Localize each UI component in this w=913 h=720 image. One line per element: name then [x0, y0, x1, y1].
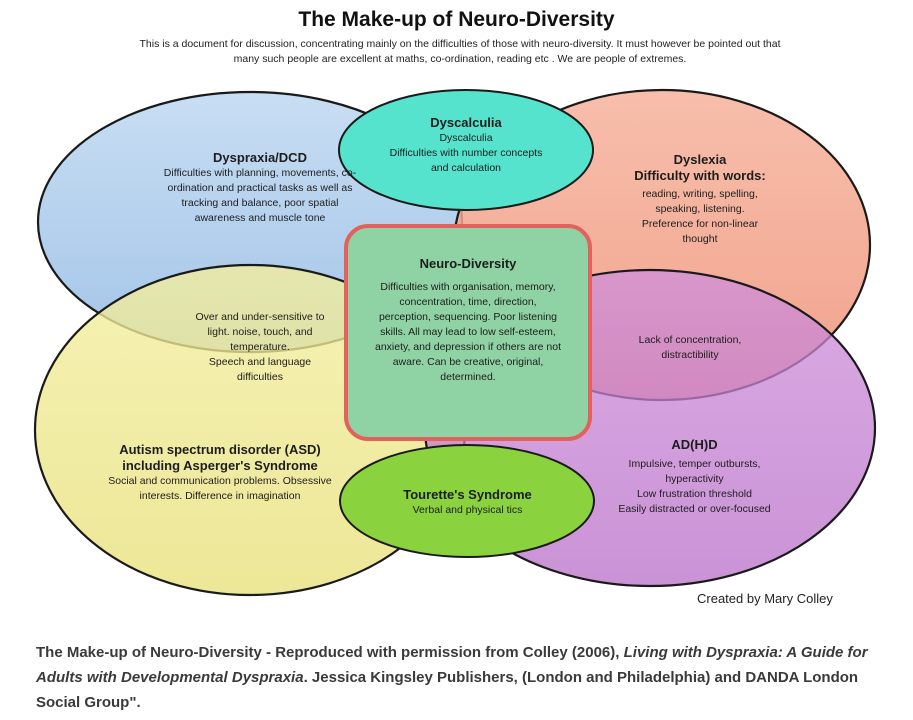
dyspraxia-heading: Dyspraxia/DCD	[213, 150, 307, 165]
dyslexia-description: reading, writing, spelling, speaking, li…	[641, 188, 759, 245]
caption-text-end: . Jessica Kingsley Publishers, (London a…	[36, 669, 859, 711]
adhd-description: Impulsive, temper outbursts, hyperactivi…	[618, 458, 771, 515]
concentration-description: Lack of concentration, distractibility	[638, 334, 742, 361]
diagram-subtitle: This is a document for discussion, conce…	[139, 38, 781, 65]
tourette-description: Verbal and physical tics	[412, 504, 523, 516]
dyscalculia-description: Dyscalculia Difficulties with number con…	[389, 132, 543, 174]
dyscalculia-heading: Dyscalculia	[430, 115, 502, 130]
diagram-title: The Make-up of Neuro-Diversity	[298, 8, 615, 31]
dyslexia-label: Dyslexia Difficulty with words: reading,…	[600, 152, 800, 247]
adhd-label: AD(H)D Impulsive, temper outbursts, hype…	[612, 437, 777, 517]
adhd-heading: AD(H)D	[671, 437, 718, 452]
dyslexia-heading: Dyslexia Difficulty with words:	[634, 152, 766, 183]
caption-book-title: Living with Dyspraxia: A Guide for Adult…	[36, 644, 868, 686]
tourette-ellipse	[339, 444, 595, 558]
neurodiversity-label: Neuro-Diversity Difficulties with organi…	[372, 256, 564, 385]
concentration-label: Lack of concentration, distractibility	[620, 333, 760, 363]
dyspraxia-description: Difficulties with planning, movements, c…	[163, 167, 357, 224]
dyscalculia-ellipse	[338, 89, 594, 211]
autism-description: Social and communication problems. Obses…	[108, 475, 332, 502]
autism-heading: Autism spectrum disorder (ASD) including…	[119, 442, 321, 473]
tourette-heading: Tourette's Syndrome	[403, 487, 532, 502]
venn-diagram	[33, 88, 877, 597]
credit-text: Created by Mary Colley	[697, 591, 833, 606]
caption-text-start: The Make-up of Neuro-Diversity - Reprodu…	[36, 644, 624, 661]
neurodiversity-description: Difficulties with organisation, memory, …	[374, 281, 561, 383]
neurodiversity-heading: Neuro-Diversity	[419, 256, 517, 271]
dyscalculia-label: Dyscalculia Dyscalculia Difficulties wit…	[380, 115, 552, 176]
caption: The Make-up of Neuro-Diversity - Reprodu…	[36, 640, 896, 715]
tourette-label: Tourette's Syndrome Verbal and physical …	[390, 487, 545, 518]
dyspraxia-label: Dyspraxia/DCD Difficulties with planning…	[160, 150, 360, 226]
sensory-description: Over and under-sensitive to light. noise…	[195, 311, 325, 383]
neurodiversity-box	[344, 224, 592, 441]
autism-label: Autism spectrum disorder (ASD) including…	[95, 442, 345, 504]
sensory-label: Over and under-sensitive to light. noise…	[185, 310, 335, 385]
